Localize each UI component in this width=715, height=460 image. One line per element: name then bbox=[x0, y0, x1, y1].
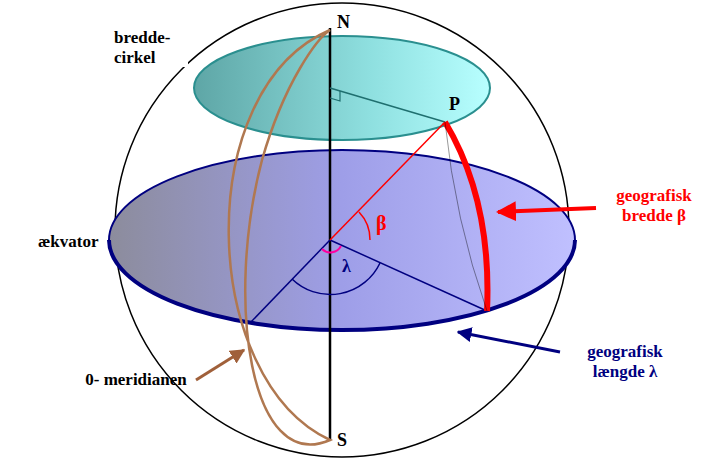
beta-angle-arc bbox=[359, 212, 370, 240]
zero-meridian bbox=[229, 30, 330, 445]
equator-label: ækvator bbox=[38, 232, 98, 252]
meridian-pointer bbox=[196, 350, 244, 380]
angle-label: β bbox=[376, 212, 387, 235]
latitude-label: geografisk bredde β bbox=[600, 186, 708, 225]
pink-angle-mark bbox=[322, 246, 341, 252]
point-label: P bbox=[449, 94, 460, 115]
equator-front bbox=[109, 240, 575, 330]
meridian-through-p bbox=[445, 122, 487, 311]
circle-label: bredde- cirkel bbox=[112, 28, 188, 67]
latitude-radius bbox=[330, 88, 445, 122]
pole-label: S bbox=[337, 430, 347, 451]
longitude-label: geografisk længde λ bbox=[566, 342, 684, 381]
equator-plane bbox=[109, 150, 575, 330]
latitude-arc bbox=[445, 122, 487, 311]
earth-axis bbox=[329, 28, 332, 440]
longitude-pointer bbox=[458, 332, 560, 352]
meridian-radius bbox=[250, 240, 330, 323]
latitude-radius-red bbox=[330, 122, 445, 240]
latitude-pointer bbox=[498, 208, 596, 212]
pole-label: N bbox=[337, 12, 350, 33]
lambda-angle-arc bbox=[292, 263, 380, 295]
meridian-label: 0- meridianen bbox=[84, 370, 188, 390]
right-angle-mark bbox=[330, 91, 340, 101]
longitude-radius bbox=[330, 240, 487, 311]
angle-label: λ bbox=[342, 256, 351, 277]
